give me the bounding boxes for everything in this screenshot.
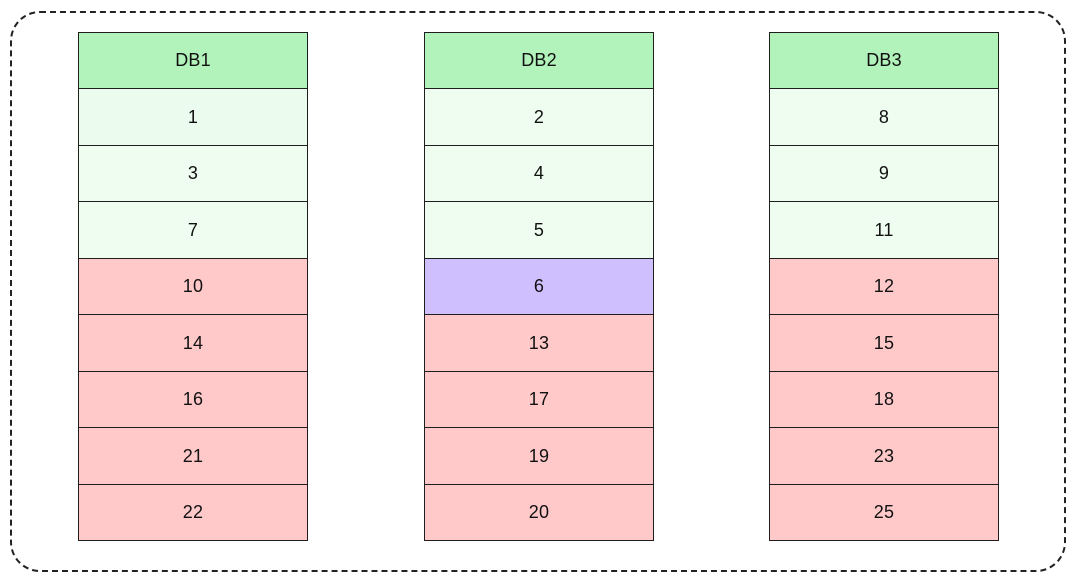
db1-row: 14 xyxy=(78,314,308,373)
db2-column: DB2 2 4 5 6 13 17 19 20 xyxy=(424,32,654,542)
db2-row: 2 xyxy=(424,88,654,147)
db1-row: 3 xyxy=(78,144,308,203)
db2-row: 19 xyxy=(424,427,654,485)
db3-row: 9 xyxy=(769,144,999,203)
db2-row: 6 xyxy=(424,257,654,316)
db3-column: DB3 8 9 11 12 15 18 23 25 xyxy=(769,32,999,542)
db3-row: 11 xyxy=(769,201,999,260)
db2-row: 17 xyxy=(424,370,654,429)
db3-row: 15 xyxy=(769,314,999,373)
db1-row: 1 xyxy=(78,88,308,147)
db2-row: 4 xyxy=(424,144,654,203)
db1-row: 21 xyxy=(78,427,308,485)
db1-row: 16 xyxy=(78,370,308,429)
db2-row: 13 xyxy=(424,314,654,373)
db3-row: 8 xyxy=(769,88,999,147)
db2-header: DB2 xyxy=(424,32,654,90)
db3-row: 25 xyxy=(769,483,999,542)
db2-row: 5 xyxy=(424,201,654,260)
db1-row: 22 xyxy=(78,483,308,542)
db3-header: DB3 xyxy=(769,32,999,90)
db1-row: 7 xyxy=(78,201,308,260)
db3-row: 23 xyxy=(769,427,999,485)
db1-row: 10 xyxy=(78,257,308,316)
db1-column: DB1 1 3 7 10 14 16 21 22 xyxy=(78,32,308,542)
dashed-container xyxy=(10,11,1066,572)
db3-row: 18 xyxy=(769,370,999,429)
db2-row: 20 xyxy=(424,483,654,542)
db3-row: 12 xyxy=(769,257,999,316)
db1-header: DB1 xyxy=(78,32,308,90)
